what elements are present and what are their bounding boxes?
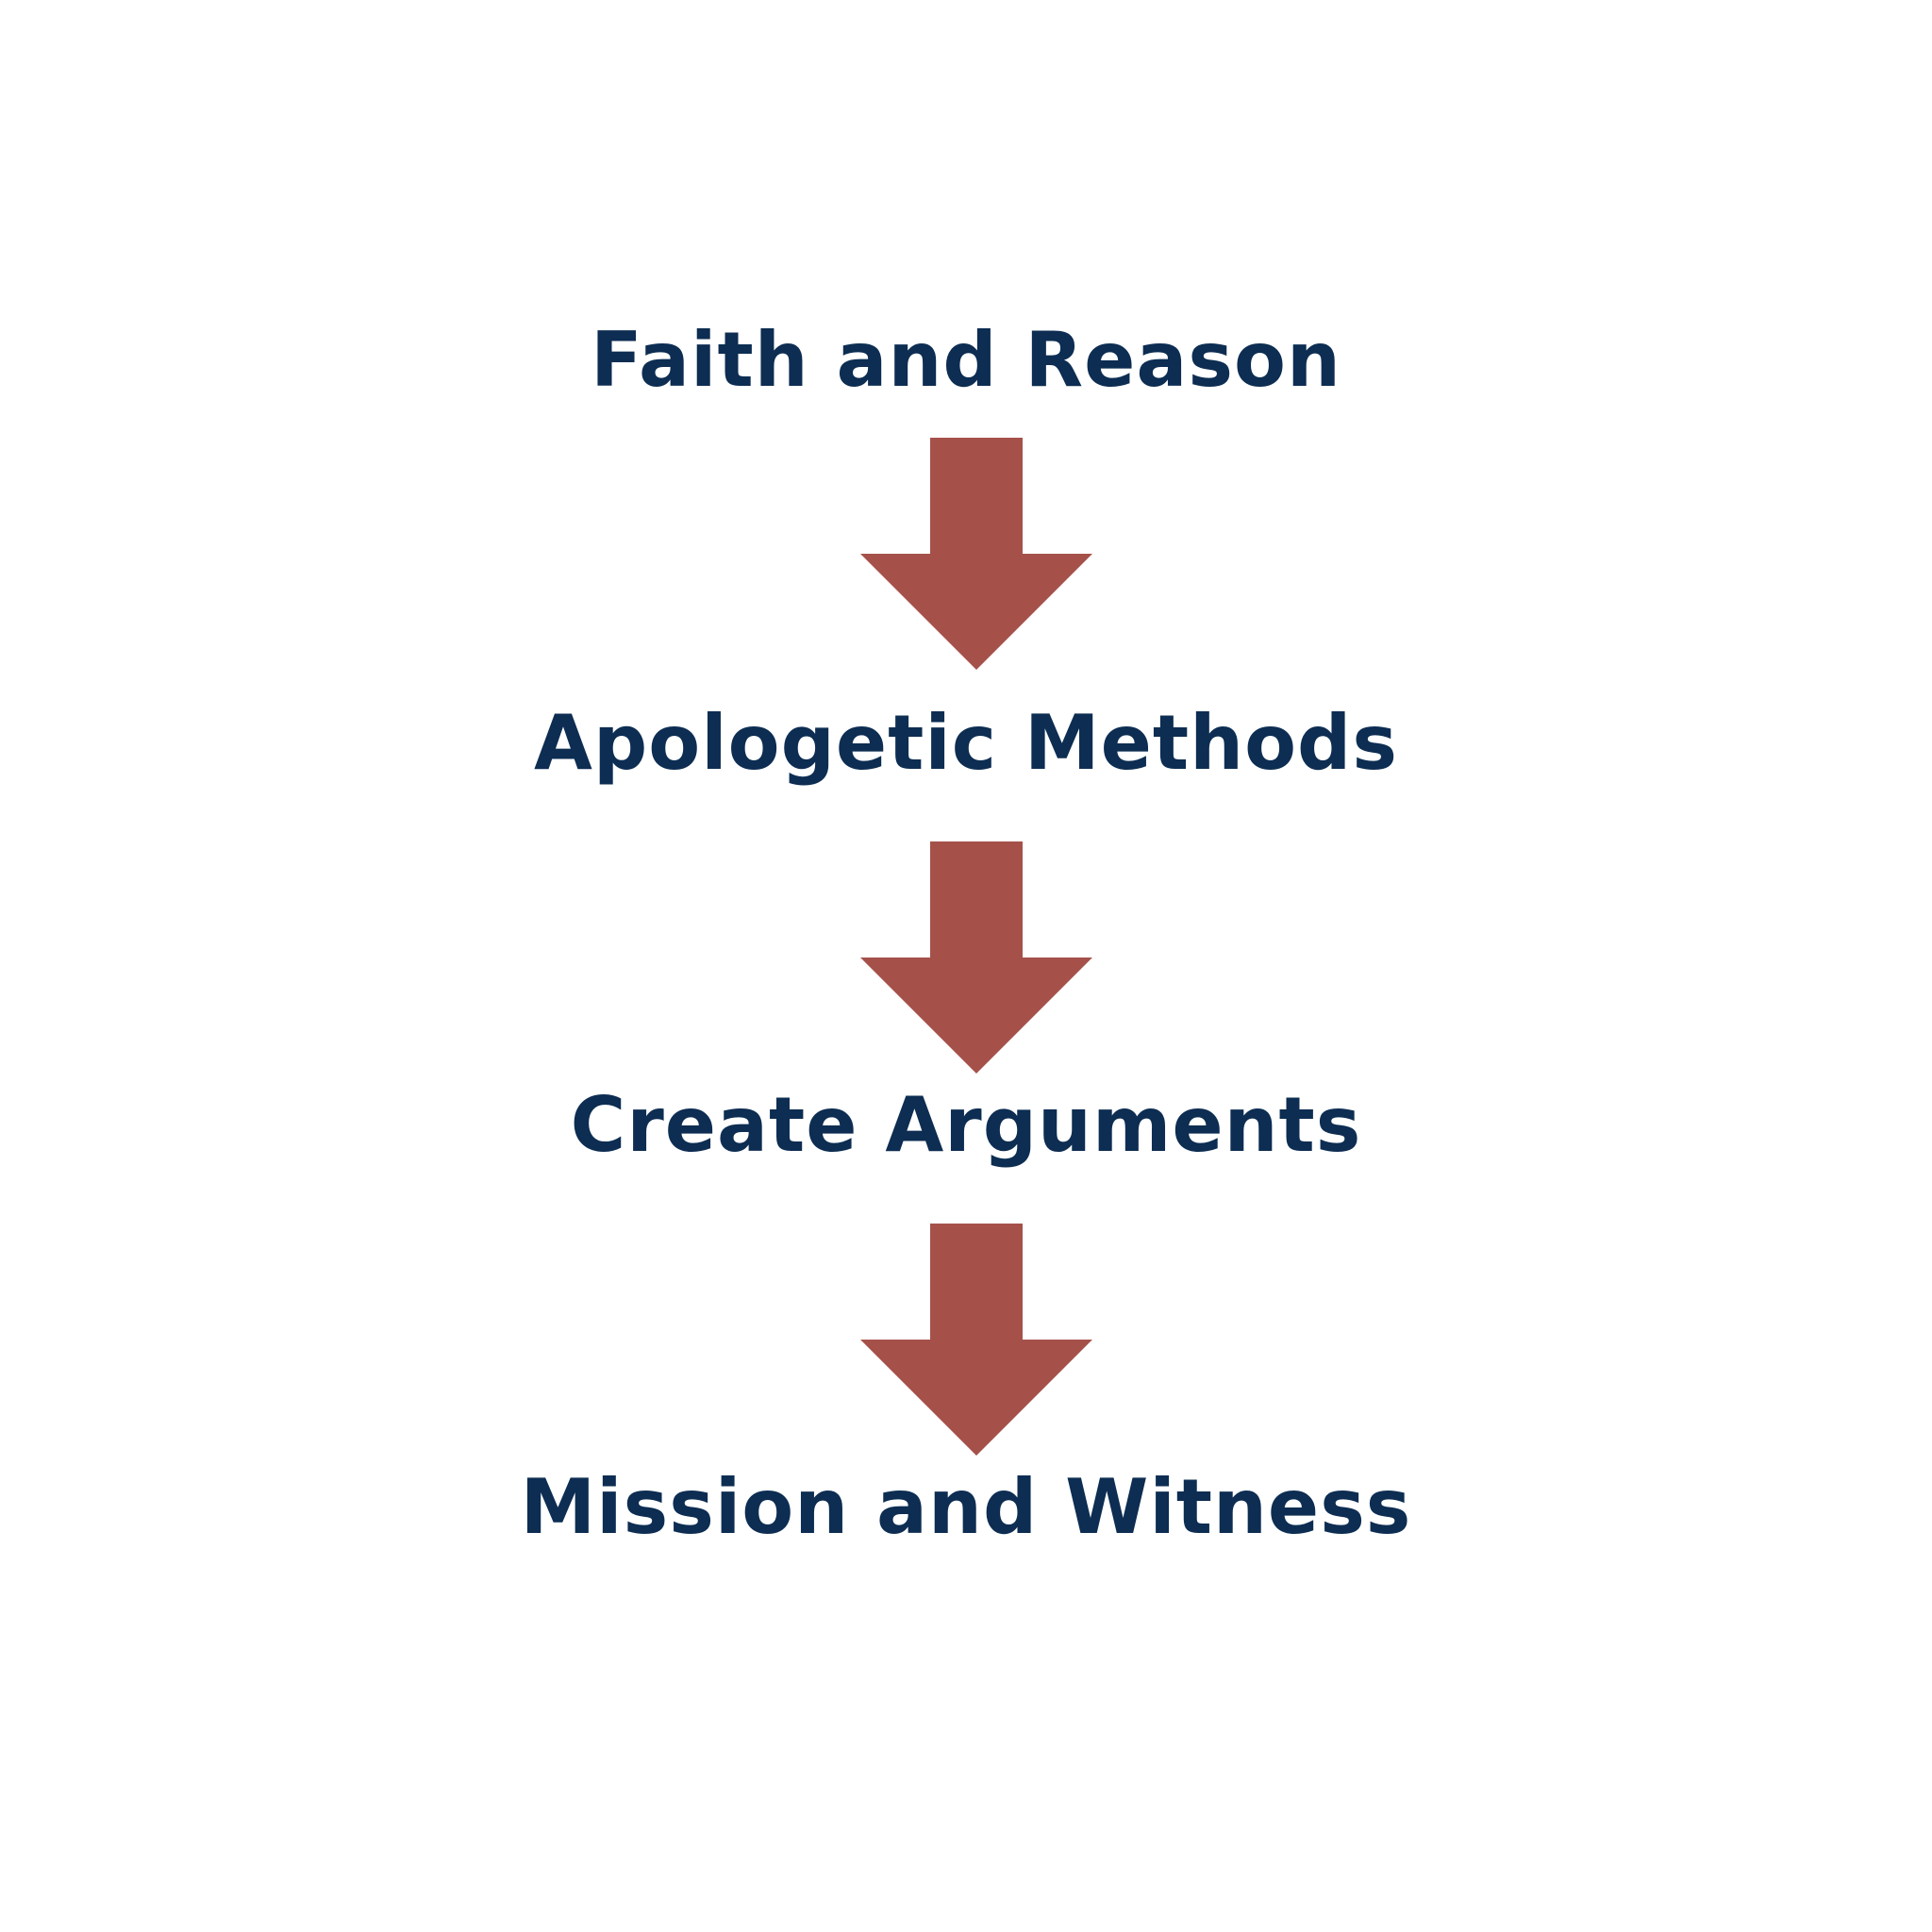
down-arrow-shape: [860, 438, 1092, 670]
down-arrow-shape: [860, 1224, 1092, 1456]
step-create-arguments: Create Arguments: [570, 1081, 1362, 1169]
down-arrow-shape: [860, 841, 1092, 1074]
step-apologetic-methods: Apologetic Methods: [534, 699, 1398, 787]
step-mission-and-witness: Mission and Witness: [520, 1463, 1412, 1551]
step-faith-and-reason: Faith and Reason: [591, 316, 1341, 404]
down-arrow-icon: [860, 438, 1092, 670]
down-arrow-icon: [860, 841, 1092, 1074]
down-arrow-icon: [860, 1224, 1092, 1456]
